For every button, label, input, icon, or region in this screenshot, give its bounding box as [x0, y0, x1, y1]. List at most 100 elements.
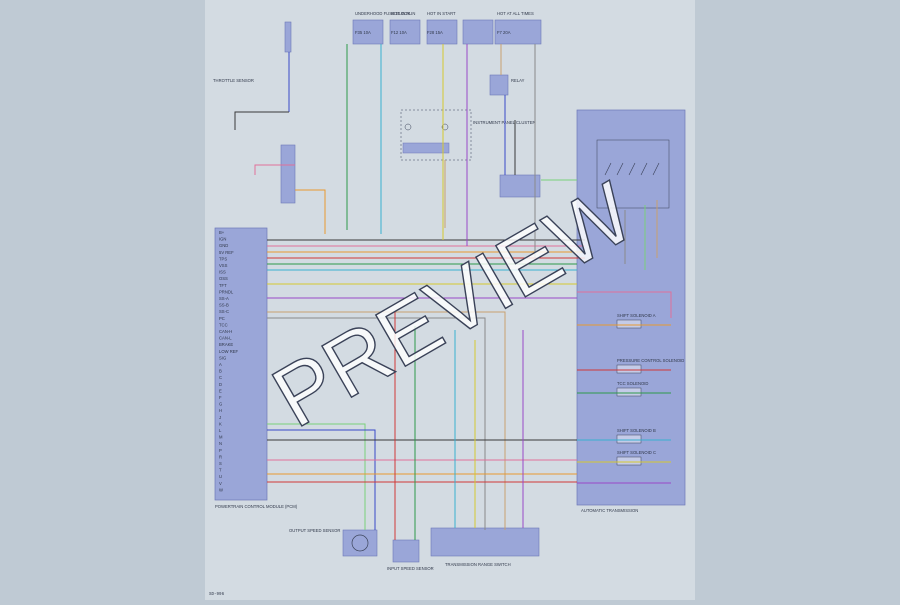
- pcm-pin-label: H: [219, 408, 222, 413]
- pcm-pin-label: VSS: [219, 263, 228, 268]
- wire: [267, 311, 506, 530]
- solenoid-coil: [616, 364, 642, 374]
- relay-block: [489, 74, 509, 96]
- fuse-3-label: HOT IN START: [427, 11, 456, 16]
- solenoid-label: TCC SOLENOID: [617, 381, 648, 386]
- pcm-pin-label: S: [219, 461, 222, 466]
- solenoid-label: SHIFT SOLENOID B: [617, 428, 656, 433]
- fuse-4-sub: F7 20A: [497, 30, 511, 35]
- pcm-pin-label: N: [219, 441, 222, 446]
- pcm-pin-label: B: [219, 369, 222, 374]
- top-fuse-blocks: UNDERHOOD FUSE BLOCK HOT IN RUN HOT IN S…: [352, 11, 542, 45]
- fuse-1-sub: F35 10A: [355, 30, 371, 35]
- wire: [577, 291, 672, 318]
- junction-connector: [280, 144, 296, 204]
- ipc-label: INSTRUMENT PANEL CLUSTER: [473, 120, 536, 125]
- pressure-switch-box: [596, 139, 670, 209]
- solenoid-label: SHIFT SOLENOID C: [617, 450, 656, 455]
- pcm-module: POWERTRAIN CONTROL MODULE (PCM) B+ IGN G N D…: [214, 227, 298, 509]
- pressure-switch-contact: [604, 162, 612, 176]
- solenoid-list: SHIFT SOLENOID A PRESSURE CONTROL SOLENOI…: [616, 313, 684, 466]
- pcm-pin-label: SIG: [219, 355, 226, 360]
- wire: [295, 189, 326, 234]
- page-code: SD-996: [209, 593, 225, 597]
- wire: [267, 423, 366, 530]
- wire-network: [234, 44, 672, 540]
- pcm-pin-label: TPS: [219, 256, 227, 261]
- pcm-pin-label: TFT: [219, 283, 227, 288]
- pcm-pin-label: ISS: [219, 270, 226, 275]
- pcm-pin-label: IGN: [219, 237, 226, 242]
- solenoid-label: PRESSURE CONTROL SOLENOID: [617, 358, 684, 363]
- pcm-pin-label: CAN-H: [219, 329, 232, 334]
- fuse-block-1: [352, 19, 384, 45]
- wiring-diagram: UNDERHOOD FUSE BLOCK HOT IN RUN HOT IN S…: [209, 11, 686, 597]
- fuse-block-2: [389, 19, 421, 45]
- pcm-pin-label: 5V REF: [219, 250, 234, 255]
- solenoid-coil: [616, 456, 642, 466]
- fuse-2-label: HOT IN RUN: [391, 11, 415, 16]
- pressure-switch-contact: [640, 162, 648, 176]
- wire: [234, 111, 289, 130]
- pcm-pin-label: E: [219, 388, 222, 393]
- solenoid-coil: [616, 387, 642, 397]
- relay-connector: [284, 21, 292, 53]
- wiring-diagram-sheet: UNDERHOOD FUSE BLOCK HOT IN RUN HOT IN S…: [205, 0, 695, 600]
- pcm-pin-label: G: [219, 402, 222, 407]
- pcm-pin-label: F: [219, 395, 222, 400]
- fuse-2-sub: F12 10A: [391, 30, 407, 35]
- pcm-pin-label: A: [219, 362, 222, 367]
- fuse-junction-block: [499, 174, 541, 198]
- pcm-pin-label: C: [219, 375, 222, 380]
- pcm-pin-label: PRNDL: [219, 289, 234, 294]
- pcm-label: POWERTRAIN CONTROL MODULE (PCM): [215, 504, 298, 509]
- wire: [254, 164, 295, 175]
- pcm-pin-label: TCC: [219, 322, 228, 327]
- relay-block-label: RELAY: [511, 78, 525, 83]
- pressure-switch-contact: [628, 162, 636, 176]
- range-switch-box: [430, 527, 540, 557]
- pcm-pin-label: V: [219, 481, 222, 486]
- pcm-pin-label: B+: [219, 230, 225, 235]
- left-components: RELAY THROTTLE SENSOR INSTRUMENT PANEL C…: [213, 21, 541, 204]
- pcm-pin-label: SS-C: [219, 309, 229, 314]
- lamp-icon: [404, 123, 412, 131]
- input-sensor-label: INPUT SPEED SENSOR: [387, 566, 434, 571]
- wire: [267, 317, 486, 530]
- pcm-pin-label: BRAKE: [219, 342, 233, 347]
- pcm-pin-label: U: [219, 474, 222, 479]
- pcm-pin-label: M: [219, 435, 223, 440]
- fuse-block-5: [494, 19, 542, 45]
- tcm-label: AUTOMATIC TRANSMISSION: [581, 508, 638, 513]
- tcm-module: AUTOMATIC TRANSMISSION SHIFT SOLENOID A P…: [576, 109, 686, 513]
- pcm-pin-label: PC: [219, 316, 225, 321]
- fuse-block-4: [462, 19, 494, 45]
- solenoid-label: SHIFT SOLENOID A: [617, 313, 656, 318]
- bottom-components: OUTPUT SPEED SENSOR INPUT SPEED SENSOR T…: [289, 527, 540, 571]
- fuse-4-label: HOT AT ALL TIMES: [497, 11, 534, 16]
- throttle-label: THROTTLE SENSOR: [213, 78, 254, 83]
- pcm-pin-label: W: [219, 487, 223, 492]
- pcm-pin-label: R: [219, 454, 222, 459]
- pcm-pin-label: SS-A: [219, 296, 229, 301]
- wire: [267, 429, 376, 530]
- input-sensor-box: [392, 539, 420, 563]
- pcm-pin-label: J: [219, 415, 221, 420]
- pressure-switches: [604, 162, 660, 176]
- fuse-block-3: [426, 19, 458, 45]
- pcm-pin-label: CAN-L: [219, 336, 232, 341]
- pcm-pin-label: D: [219, 382, 222, 387]
- pcm-pin-label: K: [219, 421, 222, 426]
- pressure-switch-contact: [616, 162, 624, 176]
- output-sensor-icon: [351, 534, 369, 552]
- pcm-pin-label: P: [219, 448, 222, 453]
- fuse-3-sub: F28 15A: [427, 30, 443, 35]
- pcm-pin-label: LOW REF: [219, 349, 239, 354]
- pcm-pin-label: T: [219, 468, 222, 473]
- solenoid-coil: [616, 319, 642, 329]
- output-sensor-label: OUTPUT SPEED SENSOR: [289, 528, 340, 533]
- pcm-pin-label: L: [219, 428, 222, 433]
- fuse-1-label: UNDERHOOD FUSE BLOCK: [355, 11, 410, 16]
